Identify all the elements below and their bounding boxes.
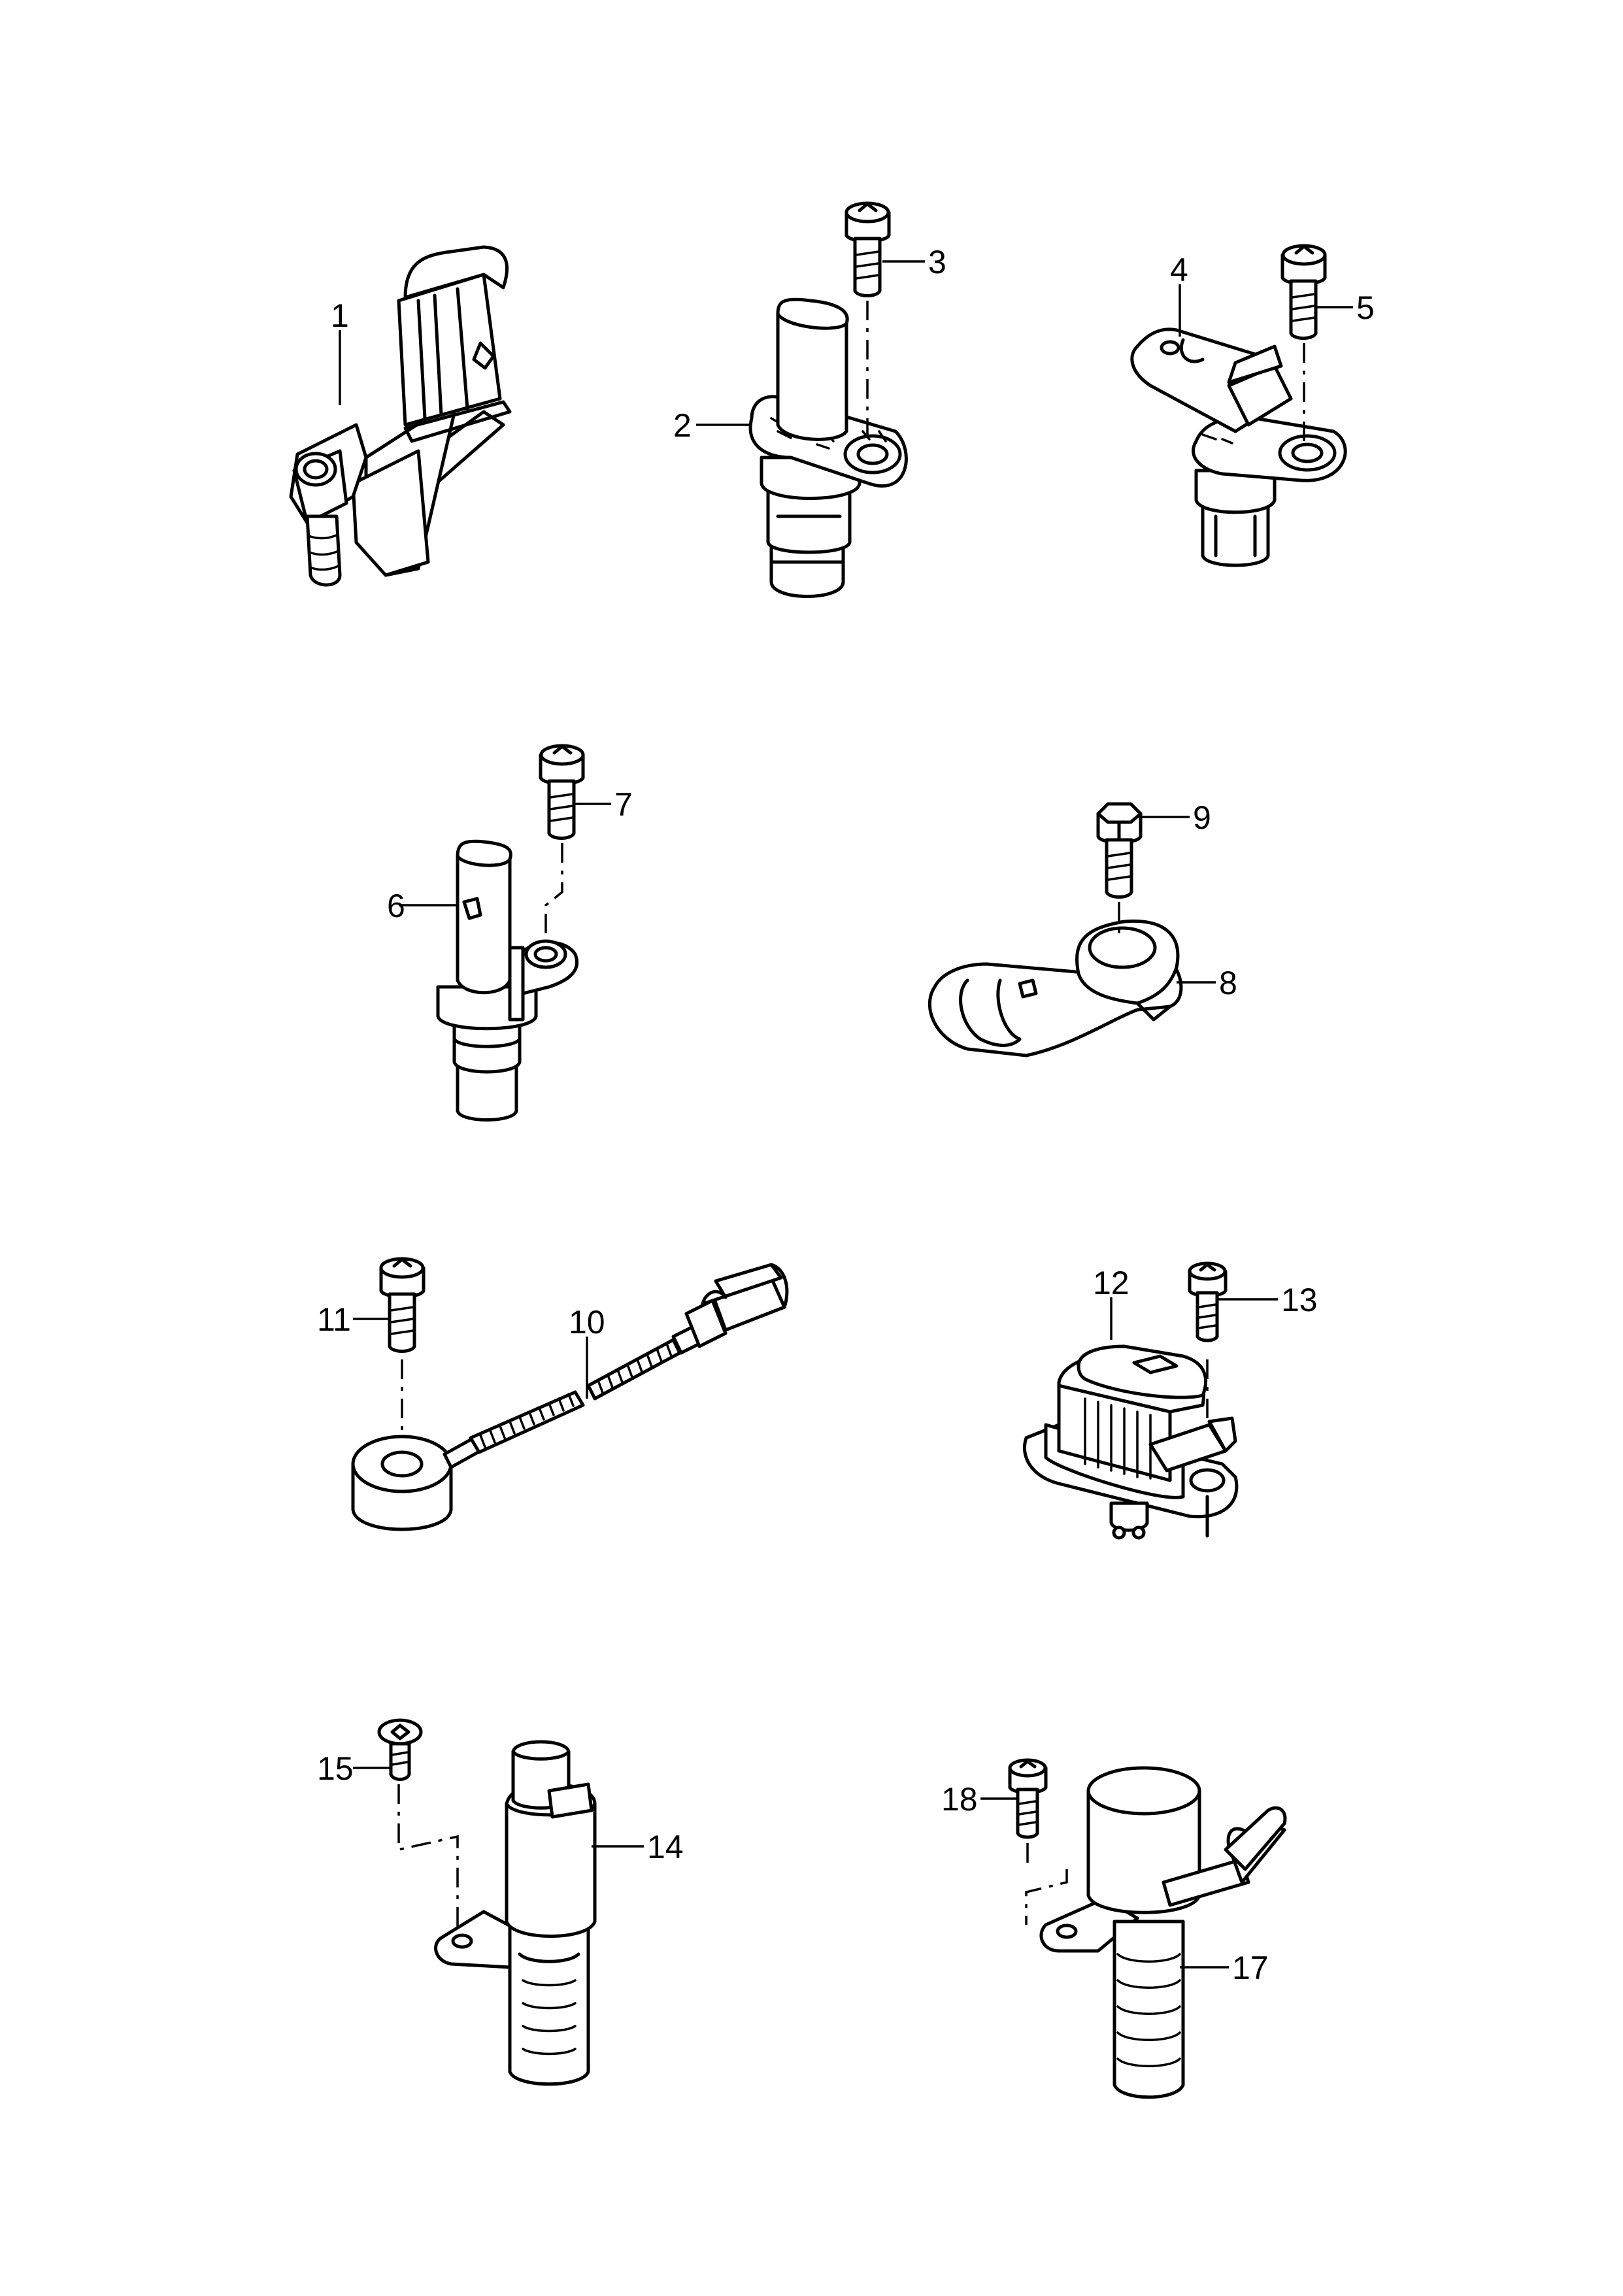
callout-2: 2 <box>673 407 692 444</box>
part-1-sensor[interactable] <box>289 245 512 587</box>
part-11-screw[interactable] <box>379 1257 426 1353</box>
callout-10: 10 <box>569 1304 605 1340</box>
callout-7: 7 <box>614 786 633 823</box>
part-8-sensor[interactable] <box>928 919 1183 1057</box>
part-3-screw[interactable] <box>845 201 891 297</box>
callout-12: 12 <box>1093 1265 1129 1301</box>
part-12-sensor-module[interactable] <box>1022 1344 1239 1540</box>
part-18-screw[interactable] <box>1008 1758 1048 1839</box>
part-7-screw[interactable] <box>539 744 585 840</box>
callout-4: 4 <box>1170 252 1188 288</box>
part-6-sensor[interactable] <box>436 839 579 1122</box>
callout-1: 1 <box>331 297 349 334</box>
part-13-screw[interactable] <box>1188 1261 1228 1342</box>
callout-15: 15 <box>317 1750 354 1787</box>
callout-5: 5 <box>1356 290 1375 326</box>
part-9-bolt[interactable] <box>1096 802 1143 899</box>
part-14-solenoid-valve[interactable] <box>434 1740 597 2086</box>
axis-17 <box>1025 1869 1068 1925</box>
axis-7 <box>544 843 563 941</box>
part-4-sensor[interactable] <box>1130 327 1347 567</box>
callout-13: 13 <box>1281 1282 1318 1318</box>
axis-14 <box>397 1784 459 1931</box>
callout-6: 6 <box>387 888 405 924</box>
part-2-sensor[interactable] <box>748 297 908 598</box>
callout-17: 17 <box>1232 1950 1269 1986</box>
callout-18: 18 <box>941 1781 978 1818</box>
callout-14: 14 <box>647 1829 684 1865</box>
part-5-screw[interactable] <box>1280 244 1327 340</box>
callout-11: 11 <box>317 1301 351 1338</box>
part-17-valve[interactable] <box>1039 1766 1287 2099</box>
part-15-screw[interactable] <box>377 1718 423 1781</box>
part-10-knock-sensor[interactable] <box>351 1263 789 1531</box>
callout-9: 9 <box>1193 799 1211 836</box>
callout-8: 8 <box>1219 965 1237 1001</box>
callout-3: 3 <box>928 244 946 280</box>
